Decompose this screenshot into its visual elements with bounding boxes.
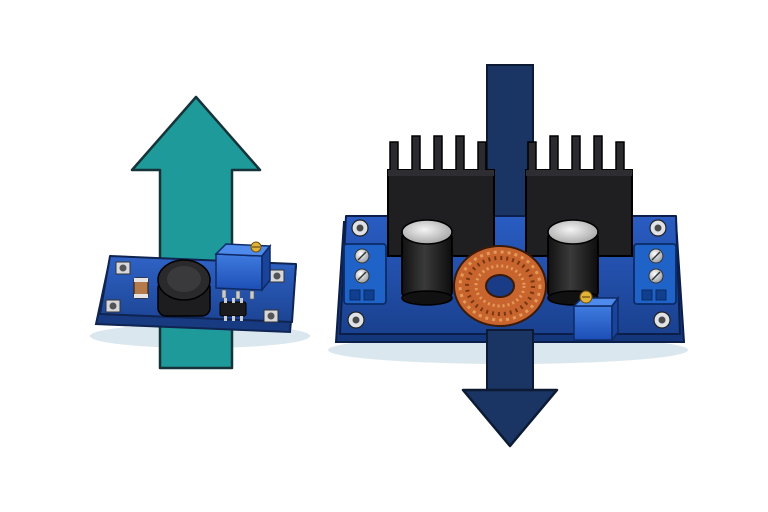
mounting-hole-icon [115,261,131,275]
capacitor-icon [133,277,149,299]
screw-terminal-icon [343,243,387,305]
boost-converter [90,95,310,370]
toroid-inductor-icon [453,245,547,327]
mounting-hole-icon [269,269,285,283]
mounting-hole-icon [351,219,369,237]
mounting-hole-icon [649,219,667,237]
mounting-hole-icon [263,309,279,323]
trimmer-potentiometer-icon [214,241,272,300]
inductor-icon [157,259,211,317]
electrolytic-capacitor-icon [547,219,599,306]
down-arrow-icon [461,388,559,448]
mounting-hole-icon [105,299,121,313]
trimmer-potentiometer-icon [572,290,620,343]
screw-terminal-icon [633,243,677,305]
down-arrow-shaft-lower [486,329,534,393]
buck-converter [328,64,688,448]
mounting-hole-icon [653,311,671,329]
ic-chip-icon [219,298,247,321]
electrolytic-capacitor-icon [401,219,453,306]
mounting-hole-icon [347,311,365,329]
